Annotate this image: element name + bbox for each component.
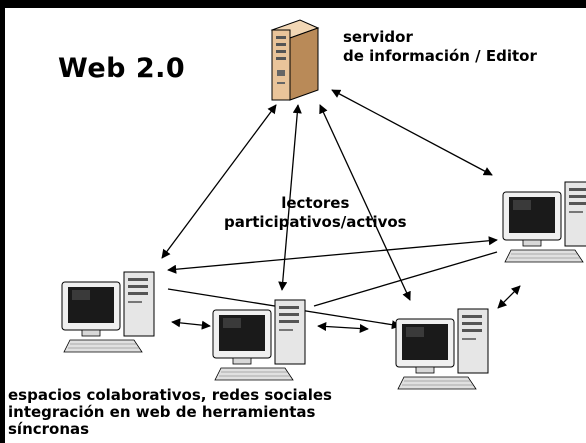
- server-label-line1: servidor: [343, 28, 413, 46]
- readers-label-line2: participativos/activos: [224, 213, 407, 231]
- bottom-label-line2: integración en web de herramientas: [8, 403, 316, 421]
- bottom-label-line1: espacios colaborativos, redes sociales: [8, 386, 332, 404]
- collaborative-spaces-label: espacios colaborativos, redes sociales i…: [8, 387, 332, 438]
- server-label-line2: de información / Editor: [343, 47, 537, 65]
- readers-label: lectores participativos/activos: [224, 194, 407, 232]
- diagram-title: Web 2.0: [58, 53, 186, 84]
- computer-center-icon: [212, 299, 306, 381]
- server-tower-icon: [270, 19, 320, 101]
- computer-right-bottom-icon: [395, 308, 489, 390]
- server-label: servidor de información / Editor: [343, 28, 537, 66]
- readers-label-line1: lectores: [281, 194, 350, 212]
- computer-left-icon: [61, 271, 155, 353]
- computer-right-top-icon: [502, 181, 586, 263]
- bottom-label-line3: síncronas: [8, 420, 90, 438]
